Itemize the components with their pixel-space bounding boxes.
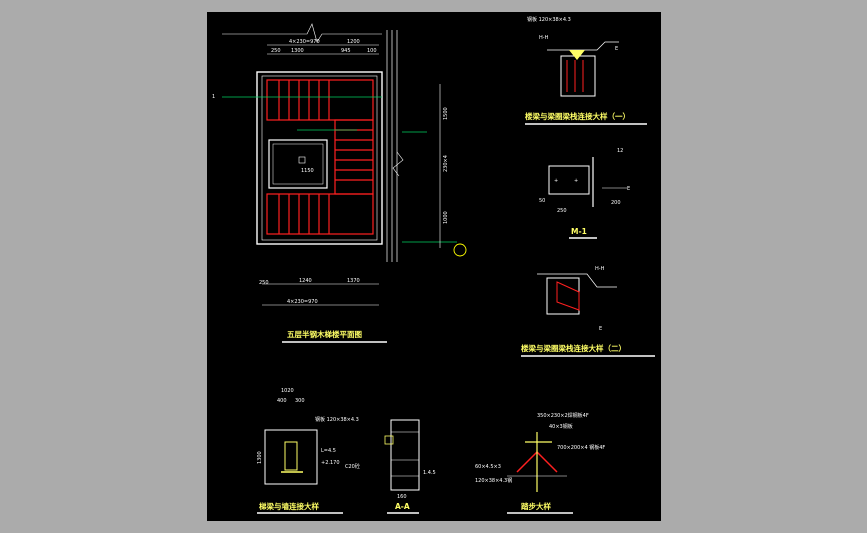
detail2-dim-5: 200 — [611, 200, 621, 206]
dim-top-c: 945 — [341, 48, 351, 54]
detail4-dim-4: 300 — [295, 398, 305, 404]
stair-plan: 4×230=970 1200 250 1300 945 100 — [212, 23, 467, 343]
detail6-line2: 40×3钢板 — [549, 423, 573, 430]
plan-title: 五层半钢木梯楼平面图 — [287, 329, 362, 339]
detail2-dim-1: 50 — [539, 198, 545, 204]
dim-right-bot: 1000 — [443, 211, 449, 224]
detail1-tag: E — [615, 46, 618, 52]
detail4-callout: 钢板 120×38×4.3 — [315, 416, 359, 423]
detail4-note-c: C20砼 — [345, 463, 360, 470]
detail5-dim-5: 160 — [397, 494, 407, 500]
dim-top-a: 250 — [271, 48, 281, 54]
drawing-sheet: 4×230=970 1200 250 1300 945 100 — [207, 12, 661, 521]
detail-3: H-H E 楼梁与梁圈梁栈连接大样（二） — [521, 266, 655, 357]
detail4-title: 梯梁与墙连接大样 — [259, 501, 319, 511]
detail6-title: 踏步大样 — [521, 501, 551, 511]
detail-4: 1020 400 300 钢板 120×38×4.3 1300 L=4.5 +2… — [257, 388, 359, 514]
detail6-line1: 350×230×2焊钢板4F — [537, 412, 589, 419]
dim-right-mid: 230×4 — [443, 155, 449, 172]
dim-top-d: 100 — [367, 48, 377, 54]
svg-text:1: 1 — [212, 94, 215, 100]
detail4-note-b: +2.170 — [321, 460, 340, 466]
detail-5: C20砼 1.4.5 160 A-A — [345, 419, 436, 514]
detail2-label-b: E — [627, 186, 630, 192]
dim-inner: 1150 — [301, 168, 314, 174]
svg-text:+: + — [574, 178, 578, 184]
dim-top-b: 1300 — [291, 48, 304, 54]
dim-top-total: 4×230=970 — [289, 39, 320, 45]
dim-right-top: 1500 — [443, 107, 449, 120]
detail-1: 钢板 120×38×4.3 H-H E 楼梁与梁圈梁栈连接大样（一） — [525, 16, 647, 125]
detail2-label-a: 12 — [617, 148, 623, 154]
svg-text:+: + — [554, 178, 558, 184]
detail1-mark: H-H — [539, 35, 549, 41]
detail-2: + + 12 E 50 250 200 M-1 — [539, 148, 630, 239]
detail3-title: 楼梁与梁圈梁栈连接大样（二） — [521, 343, 626, 353]
dim-bot-total: 4×230=970 — [287, 299, 318, 305]
detail6-line4: 60×4.5×3 — [475, 464, 501, 470]
detail6-line5: 120×38×4.3钢 — [475, 477, 512, 484]
detail1-callout: 钢板 120×38×4.3 — [527, 16, 571, 23]
detail5-title: A-A — [395, 502, 410, 511]
cad-drawing: 4×230=970 1200 250 1300 945 100 — [212, 16, 655, 514]
detail2-dim-2: 250 — [557, 208, 567, 214]
detail4-note-a: L=4.5 — [321, 448, 336, 454]
detail3-tag: E — [599, 326, 602, 332]
detail5-dim-3: 1.4.5 — [423, 470, 436, 476]
detail4-dim-1: 1020 — [281, 388, 294, 394]
detail4-dim-2: 400 — [277, 398, 287, 404]
detail4-dim-5: 1300 — [257, 451, 263, 464]
detail6-line3: 700×200×4 钢板4F — [557, 444, 605, 451]
detail-6: 350×230×2焊钢板4F 40×3钢板 700×200×4 钢板4F 60×… — [475, 412, 605, 514]
detail2-title: M-1 — [571, 227, 587, 236]
dim-bot-c: 1370 — [347, 278, 360, 284]
detail3-mark: H-H — [595, 266, 605, 272]
dim-bot-a: 250 — [259, 280, 269, 286]
dim-top-right: 1200 — [347, 39, 360, 45]
dim-bot-b: 1240 — [299, 278, 312, 284]
detail1-title: 楼梁与梁圈梁栈连接大样（一） — [525, 111, 630, 121]
